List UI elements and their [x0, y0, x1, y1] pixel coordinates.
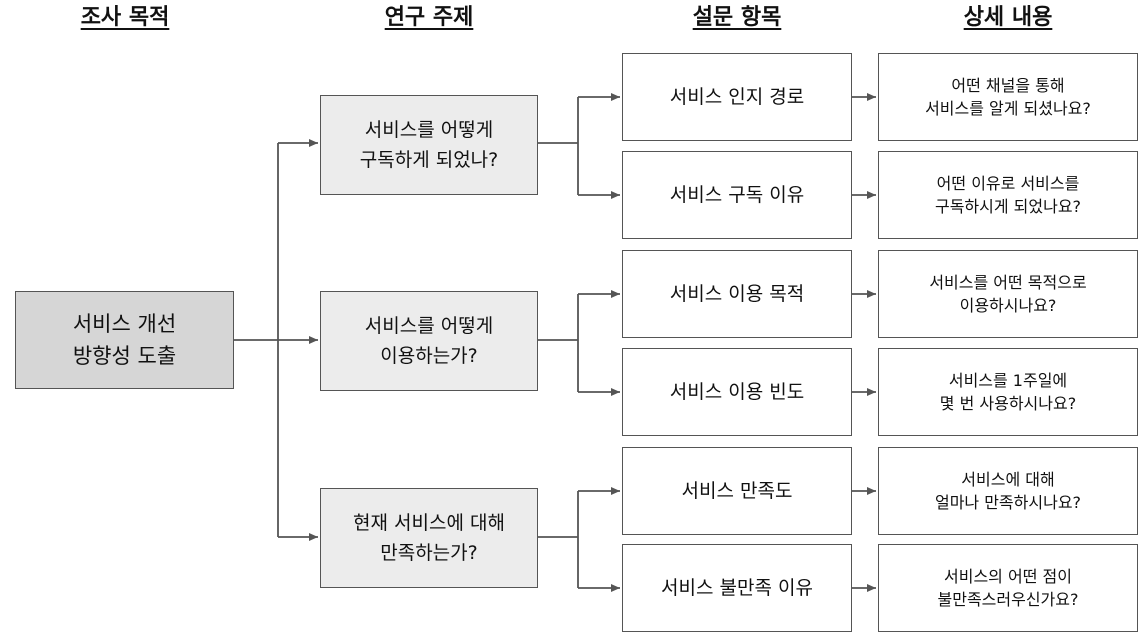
- item-label: 서비스 이용 빈도: [669, 381, 805, 403]
- topic-label: 현재 서비스에 대해 만족하는가?: [353, 512, 505, 564]
- topic-box-satisfaction: 현재 서비스에 대해 만족하는가?: [320, 488, 538, 588]
- detail-box-usage-frequency: 서비스를 1주일에 몇 번 사용하시나요?: [878, 348, 1138, 436]
- topic-label: 서비스를 어떻게 구독하게 되었나?: [359, 119, 499, 171]
- root-label: 서비스 개선 방향성 도출: [72, 312, 177, 368]
- item-box-subscribe-reason: 서비스 구독 이유: [622, 151, 852, 239]
- detail-box-awareness-channel: 어떤 채널을 통해 서비스를 알게 되셨나요?: [878, 53, 1138, 141]
- detail-box-subscribe-reason: 어떤 이유로 서비스를 구독하시게 되었나요?: [878, 151, 1138, 239]
- header-purpose: 조사 목적: [80, 5, 170, 30]
- detail-text: 서비스에 대해 얼마나 만족하시나요?: [934, 470, 1082, 512]
- header-detail: 상세 내용: [963, 5, 1053, 30]
- detail-text: 서비스를 어떤 목적으로 이용하시나요?: [929, 273, 1087, 315]
- item-label: 서비스 이용 목적: [669, 283, 805, 305]
- item-label: 서비스 불만족 이유: [661, 577, 813, 599]
- detail-text: 어떤 채널을 통해 서비스를 알게 되셨나요?: [925, 76, 1091, 118]
- root-box: 서비스 개선 방향성 도출: [15, 291, 234, 389]
- item-label: 서비스 구독 이유: [669, 184, 805, 206]
- topic-label: 서비스를 어떻게 이용하는가?: [364, 315, 494, 367]
- topic-box-usage: 서비스를 어떻게 이용하는가?: [320, 291, 538, 391]
- item-box-awareness-channel: 서비스 인지 경로: [622, 53, 852, 141]
- item-box-usage-frequency: 서비스 이용 빈도: [622, 348, 852, 436]
- header-item: 설문 항목: [692, 5, 782, 30]
- detail-text: 서비스의 어떤 점이 불만족스러우신가요?: [937, 567, 1079, 609]
- detail-text: 서비스를 1주일에 몇 번 사용하시나요?: [939, 371, 1077, 413]
- detail-box-dissatisfaction-reason: 서비스의 어떤 점이 불만족스러우신가요?: [878, 544, 1138, 632]
- item-box-usage-purpose: 서비스 이용 목적: [622, 250, 852, 338]
- detail-text: 어떤 이유로 서비스를 구독하시게 되었나요?: [934, 174, 1082, 216]
- item-label: 서비스 만족도: [681, 480, 793, 502]
- item-label: 서비스 인지 경로: [669, 86, 805, 108]
- detail-box-satisfaction: 서비스에 대해 얼마나 만족하시나요?: [878, 447, 1138, 535]
- detail-box-usage-purpose: 서비스를 어떤 목적으로 이용하시나요?: [878, 250, 1138, 338]
- item-box-dissatisfaction-reason: 서비스 불만족 이유: [622, 544, 852, 632]
- item-box-satisfaction: 서비스 만족도: [622, 447, 852, 535]
- topic-box-subscribe: 서비스를 어떻게 구독하게 되었나?: [320, 95, 538, 195]
- header-topic: 연구 주제: [384, 5, 474, 30]
